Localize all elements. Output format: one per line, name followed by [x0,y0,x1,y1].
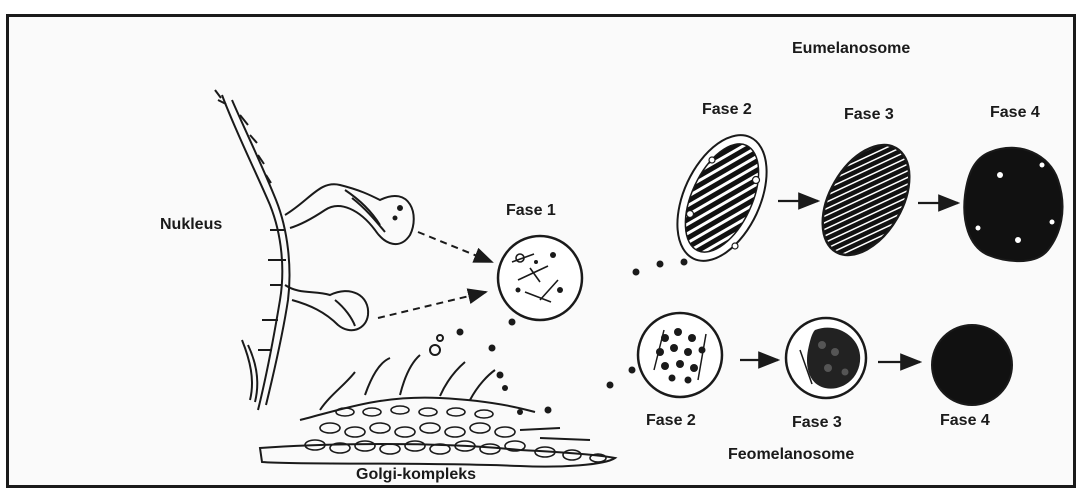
feo-phase4-melanosome [932,325,1012,405]
vesicle-upper [285,184,414,244]
eu-phase2-label: Fase 2 [702,101,752,119]
golgi-vesicles [305,406,606,462]
dotted-path-to-feo [607,367,636,389]
vesicle-lower [285,285,368,330]
feo-phase3-melanosome [786,318,866,398]
eu-phase4-label: Fase 4 [990,104,1040,122]
eumelanosome-label: Eumelanosome [792,40,910,58]
eu-phase3-label: Fase 3 [844,106,894,124]
phase1-melanosome [498,236,582,320]
eu-phase3-melanosome [805,130,927,270]
feo-phase4-label: Fase 4 [940,412,990,430]
golgi-label: Golgi-kompleks [356,466,476,484]
nucleus-label: Nukleus [160,216,222,234]
feo-phase3-label: Fase 3 [792,414,842,432]
dotted-path-phase1-to-eu [633,259,688,276]
feomelanosome-label: Feomelanosome [728,446,854,464]
golgi-complex [260,335,615,467]
nucleus-membrane [215,90,290,410]
feo-phase2-label: Fase 2 [646,412,696,430]
eu-phase2-melanosome [659,121,785,275]
feo-phase2-melanosome [638,313,722,397]
phase1-label: Fase 1 [506,202,556,220]
eu-phase4-melanosome [964,148,1062,261]
